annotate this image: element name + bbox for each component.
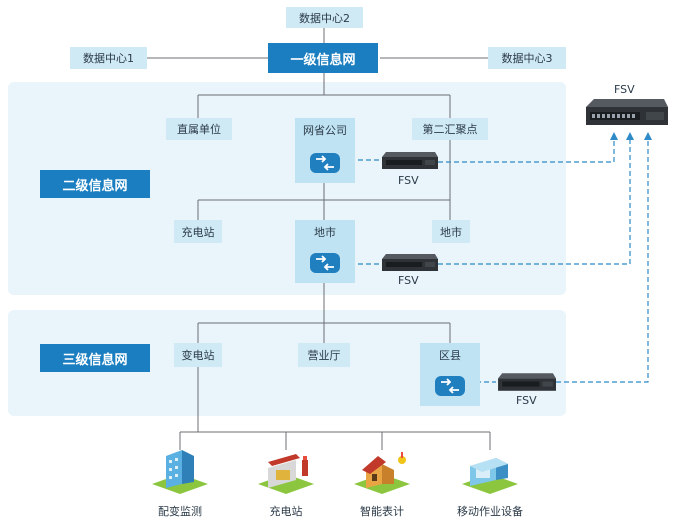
tier3-label-text: 三级信息网 <box>62 352 128 368</box>
switch-icon <box>435 376 465 396</box>
city-node: 地市 <box>295 220 355 283</box>
charging-station-icon <box>258 454 314 494</box>
city-right-node: 地市 <box>432 220 470 243</box>
business-hall-node: 营业厅 <box>298 343 350 367</box>
charging-station-label: 充电站 <box>181 225 215 239</box>
data-center-3: 数据中心3 <box>488 47 566 69</box>
switch-icon <box>310 153 340 173</box>
city-right-label: 地市 <box>440 225 462 239</box>
fsv-appliance-icon <box>498 373 556 391</box>
data-center-3-label: 数据中心3 <box>501 52 553 65</box>
charging-station-node: 充电站 <box>174 220 222 243</box>
tier3-label: 三级信息网 <box>40 344 150 372</box>
tier2-label: 二级信息网 <box>40 170 150 198</box>
switch-icon <box>310 253 340 273</box>
level1-network: 一级信息网 <box>268 43 378 73</box>
fsv-appliance-icon <box>382 254 438 271</box>
data-center-1-label: 数据中心1 <box>83 52 134 65</box>
county-label: 区县 <box>439 349 461 362</box>
business-hall-label: 营业厅 <box>307 349 341 362</box>
fsv-provincial-label: FSV <box>398 174 419 187</box>
level1-network-label: 一级信息网 <box>290 52 356 68</box>
substation-node: 变电站 <box>174 343 222 367</box>
city-label: 地市 <box>314 226 336 239</box>
county-node: 区县 <box>420 343 480 406</box>
provincial-company-label: 网省公司 <box>303 124 347 137</box>
data-center-2-label: 数据中心2 <box>299 11 350 25</box>
fsv-appliance-icon <box>382 152 438 169</box>
direct-unit-node: 直属单位 <box>166 118 232 140</box>
device-label-1: 充电站 <box>269 505 303 518</box>
device-label-0: 配变监测 <box>158 505 202 518</box>
device-label-2: 智能表计 <box>360 505 404 518</box>
mobile-device-icon <box>462 458 518 494</box>
smart-meter-house-icon <box>354 452 410 494</box>
fsv-main-label: FSV <box>614 83 635 96</box>
second-hub-label: 第二汇聚点 <box>422 123 478 136</box>
building-icon <box>152 450 208 494</box>
second-hub-node: 第二汇聚点 <box>412 118 488 140</box>
data-center-1: 数据中心1 <box>70 47 147 69</box>
fsv-city-label: FSV <box>398 274 419 287</box>
data-center-2: 数据中心2 <box>286 7 363 28</box>
fsv-county-label: FSV <box>516 394 537 407</box>
fsv-appliance-icon <box>586 99 668 125</box>
substation-label: 变电站 <box>181 349 215 362</box>
tier2-label-text: 二级信息网 <box>62 178 128 194</box>
device-label-3: 移动作业设备 <box>457 505 523 518</box>
direct-unit-label: 直属单位 <box>177 123 221 136</box>
provincial-company-node: 网省公司 <box>295 118 355 183</box>
